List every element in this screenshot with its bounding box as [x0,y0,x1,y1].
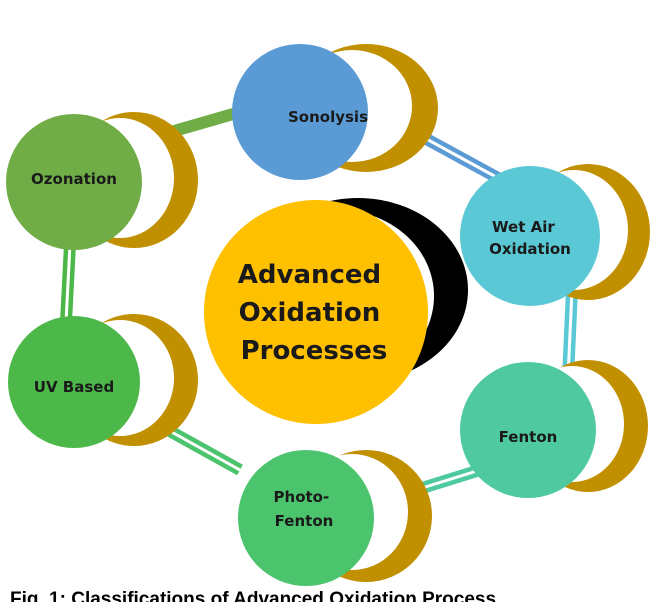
node-circle [6,114,142,250]
svg-text:Ozonation: Ozonation [31,170,117,188]
photo-fenton-label-1: Photo- [274,488,330,506]
node-photo-fenton: Photo- Fenton [238,450,432,586]
svg-text:Sonolysis: Sonolysis [288,108,368,126]
svg-text:Advanced Oxidation: Advanced Oxidation Processes [238,260,390,366]
svg-text:Wet Air Oxidation: Wet Air Oxidation [489,218,571,258]
node-uv-based: UV Based [8,314,198,448]
wet-air-label-1: Wet Air [492,218,555,236]
node-sonolysis: Sonolysis [232,44,438,180]
node-fenton: Fenton [460,360,648,498]
wet-air-label-2: Oxidation [489,240,571,258]
connector-uv-ozonation-inner [64,243,72,323]
node-circle [460,166,600,306]
connector-wetair-fenton-inner [566,289,574,379]
svg-text:Fenton: Fenton [499,428,558,446]
node-wet-air-oxidation: Wet Air Oxidation [460,164,650,306]
node-circle [8,316,140,448]
center-line-1: Advanced [238,260,381,290]
photo-fenton-label-2: Fenton [275,512,334,530]
center-circle [204,200,428,424]
center-node: Advanced Oxidation Processes [204,198,468,424]
figure-caption: Fig. 1: Classifications of Advanced Oxid… [10,589,497,602]
node-circle [238,450,374,586]
sonolysis-label: Sonolysis [288,108,368,126]
center-line-3: Processes [241,336,388,366]
svg-text:Photo- Fenton: Photo- Fenton [274,488,335,530]
ozonation-label: Ozonation [31,170,117,188]
svg-text:UV Based: UV Based [34,378,114,396]
node-circle [460,362,596,498]
center-line-2: Oxidation [239,298,381,328]
uv-based-label: UV Based [34,378,114,396]
node-circle [232,44,368,180]
fenton-label: Fenton [499,428,558,446]
node-ozonation: Ozonation [6,112,198,250]
